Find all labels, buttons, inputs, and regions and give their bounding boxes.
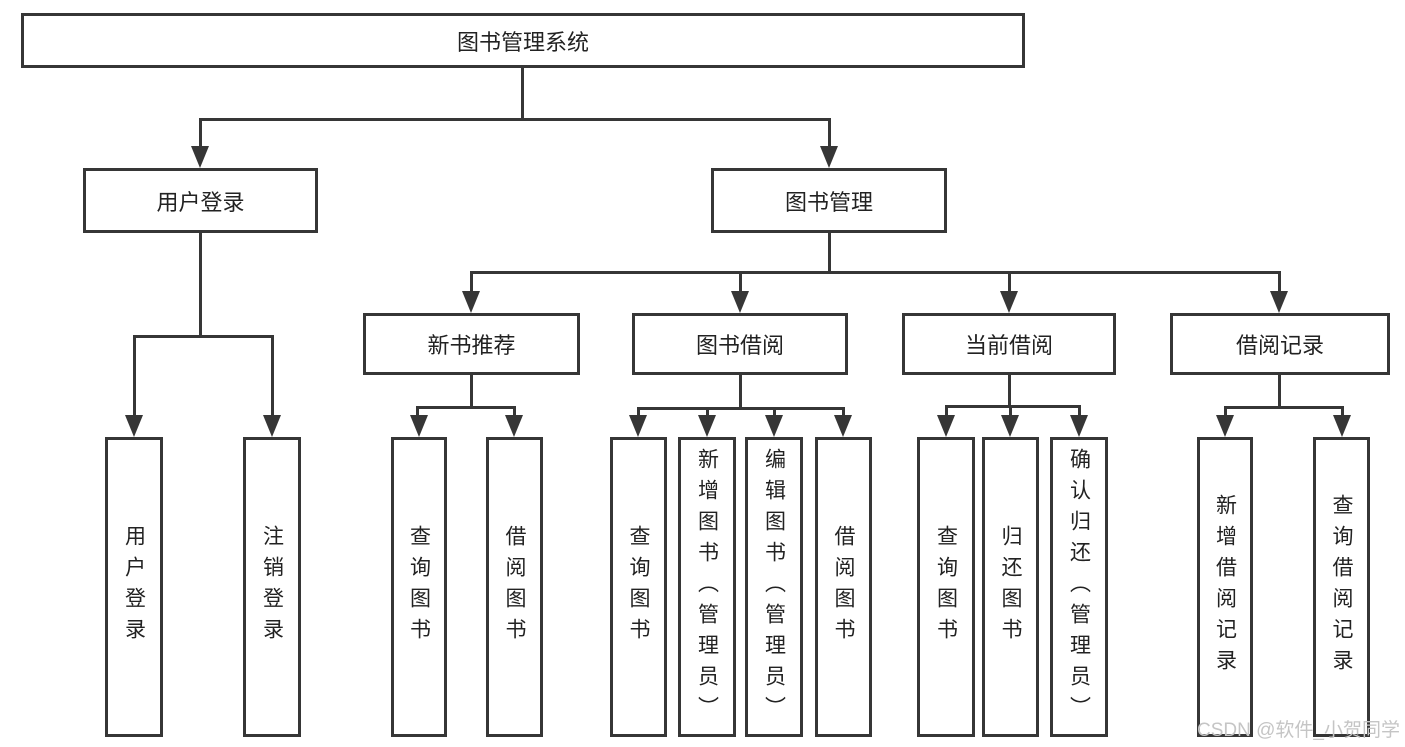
leaf-query-books-recommend: 查询图书	[391, 437, 447, 737]
node-current-borrowing: 当前借阅	[902, 313, 1116, 375]
leaf-return-books: 归还图书	[982, 437, 1039, 737]
arrow-down-icon	[1001, 415, 1019, 437]
connector-new-book-stem	[470, 375, 473, 406]
leaf-add-books-admin: 新增图书（管理员）	[678, 437, 736, 737]
csdn-watermark: CSDN @软件_小贺同学	[1197, 720, 1400, 741]
connector-drop	[1224, 406, 1227, 417]
node-user-login: 用户登录	[83, 168, 318, 233]
connector-drop	[1341, 406, 1344, 417]
connector-drop-records	[1278, 271, 1281, 293]
connector-drop	[1078, 405, 1081, 417]
connector-drop-logout	[271, 335, 274, 416]
connector-drop	[416, 406, 419, 417]
leaf-logout: 注销登录	[243, 437, 301, 737]
leaf-user-login: 用户登录	[105, 437, 163, 737]
node-book-borrowing: 图书借阅	[632, 313, 848, 375]
arrow-down-icon	[263, 415, 281, 437]
connector-borrowing-stem	[739, 375, 742, 407]
leaf-query-books-borrowing: 查询图书	[610, 437, 667, 737]
connector-drop	[706, 407, 709, 417]
arrow-down-icon	[834, 415, 852, 437]
node-borrow-records: 借阅记录	[1170, 313, 1390, 375]
connector-book-mgmt-rail	[470, 271, 1280, 274]
connector-drop-current	[1008, 271, 1011, 293]
connector-user-login-stem	[199, 233, 202, 335]
arrow-down-icon	[765, 415, 783, 437]
connector-drop	[842, 407, 845, 417]
connector-drop-new-book	[470, 271, 473, 293]
arrow-down-icon	[125, 415, 143, 437]
connector-root-rail	[199, 118, 831, 121]
connector-root-stem	[521, 68, 524, 118]
leaf-borrow-books-recommend: 借阅图书	[486, 437, 543, 737]
connector-new-book-rail	[417, 406, 516, 409]
leaf-query-borrow-record: 查询借阅记录	[1313, 437, 1370, 737]
connector-user-login-rail	[133, 335, 274, 338]
node-new-book-recommend: 新书推荐	[363, 313, 580, 375]
arrow-down-icon	[505, 415, 523, 437]
leaf-borrow-books: 借阅图书	[815, 437, 872, 737]
connector-records-rail	[1224, 406, 1343, 409]
connector-drop-login	[133, 335, 136, 416]
arrow-down-icon	[731, 291, 749, 313]
arrow-down-icon	[410, 415, 428, 437]
connector-drop	[945, 405, 948, 417]
arrow-down-icon	[1000, 291, 1018, 313]
connector-borrowing-rail	[637, 407, 844, 410]
arrow-down-icon	[1270, 291, 1288, 313]
node-library-system: 图书管理系统	[21, 13, 1025, 68]
leaf-query-books-current: 查询图书	[917, 437, 975, 737]
connector-drop-borrowing	[739, 271, 742, 293]
arrow-down-icon	[462, 291, 480, 313]
leaf-add-borrow-record: 新增借阅记录	[1197, 437, 1253, 737]
arrow-down-icon	[1070, 415, 1088, 437]
connector-drop-user-login	[199, 118, 202, 148]
connector-current-stem	[1008, 375, 1011, 405]
connector-drop	[513, 406, 516, 417]
connector-drop-book-mgmt	[828, 118, 831, 148]
arrow-down-icon	[629, 415, 647, 437]
arrow-down-icon	[820, 146, 838, 168]
leaf-confirm-return-admin: 确认归还（管理员）	[1050, 437, 1108, 737]
connector-records-stem	[1278, 375, 1281, 406]
arrow-down-icon	[1216, 415, 1234, 437]
arrow-down-icon	[191, 146, 209, 168]
connector-current-rail	[945, 405, 1080, 408]
leaf-edit-books-admin: 编辑图书（管理员）	[745, 437, 803, 737]
node-book-management: 图书管理	[711, 168, 947, 233]
arrow-down-icon	[937, 415, 955, 437]
connector-drop	[637, 407, 640, 417]
arrow-down-icon	[698, 415, 716, 437]
connector-book-mgmt-stem	[828, 233, 831, 271]
connector-drop	[1009, 405, 1012, 417]
connector-drop	[773, 407, 776, 417]
arrow-down-icon	[1333, 415, 1351, 437]
